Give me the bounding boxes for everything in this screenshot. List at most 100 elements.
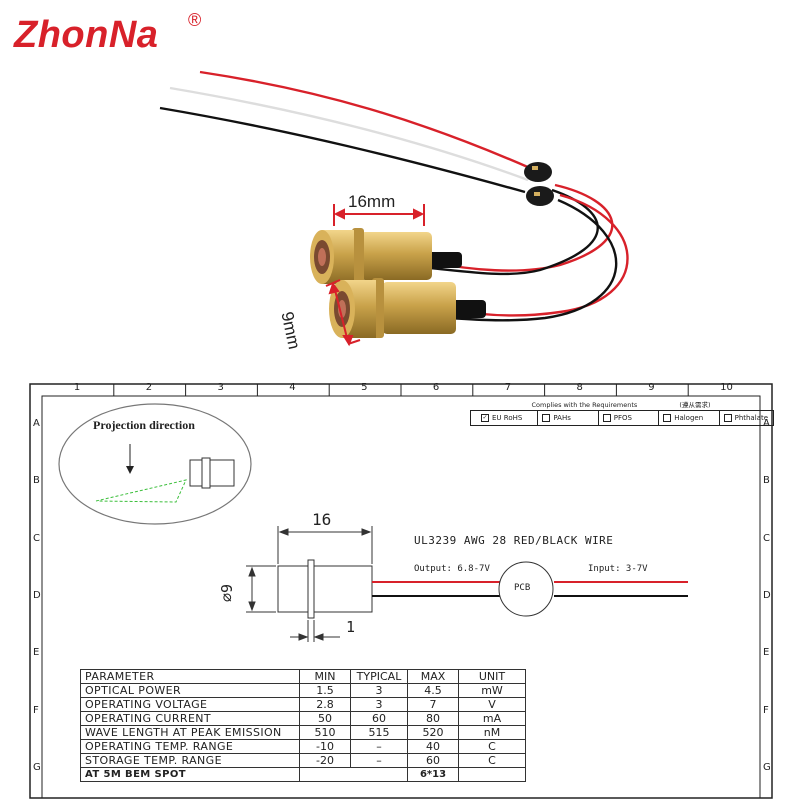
input-voltage-label: Input: 3-7V [588,564,648,574]
compliance-option: Phthalate [718,411,769,425]
spec-cell: C [458,739,526,754]
grid-col-label: 6 [432,382,440,393]
pcb-board-icon [524,162,554,206]
grid-row-label: G [763,762,771,774]
checkbox-icon [723,414,732,422]
wire-red-2 [429,183,614,272]
grid-col-label: 9 [648,382,655,393]
spec-cell: OPTICAL POWER [80,683,300,698]
spec-cell: mA [458,711,526,726]
registered-mark: ® [188,10,202,30]
spec-cell: OPERATING CURRENT [80,711,300,726]
spec-cell: TYPICAL [350,669,408,684]
compliance-option: PAHs [537,411,571,425]
diameter-dimension: ⌀9 [218,583,236,602]
grid-row-label: F [763,704,769,716]
spec-cell: 2.8 [299,697,351,712]
brand-logo: ZhonNa [14,14,159,56]
length-dimension-marker [333,204,425,226]
grid-row-label: B [33,475,40,487]
compliance-label: EU RoHS [492,414,523,422]
spec-cell: 510 [299,725,351,740]
grid-row-label: F [33,704,39,716]
spec-cell [458,767,526,782]
checkbox-icon [542,414,551,422]
wire-black-1 [159,106,526,194]
projection-diagram [58,403,252,525]
grid-col-label: 5 [361,382,368,393]
spec-cell: – [350,753,408,768]
checkbox-checked-icon: ✓ [481,414,489,422]
grid-col-label: 10 [720,382,733,393]
wire-white-1 [169,86,529,182]
grid-row-label: C [763,532,770,544]
spec-cell: 3 [350,697,408,712]
spec-cell: C [458,753,526,768]
compliance-label: Phthalate [734,414,769,422]
projection-direction-label: Projection direction [93,418,195,432]
spec-cell: 4.5 [407,683,459,698]
wire-black-3 [449,198,618,322]
ring-dimension: 1 [346,618,356,636]
grid-row-label: E [33,647,40,659]
grid-col-label: 4 [289,382,296,393]
grid-row-label: A [763,417,770,429]
laser-side-view [246,526,373,642]
grid-row-label: G [33,762,41,774]
spec-cell: MAX [407,669,459,684]
spec-cell: 60 [350,711,408,726]
grid-col-label: 1 [73,382,81,393]
compliance-option: ✓EU RoHS [477,411,522,425]
spec-cell: 40 [407,739,459,754]
spec-cell: PARAMETER [80,669,300,684]
photo-length-label: 16mm [348,192,396,211]
wire-spec: UL3239 AWG 28 RED/BLACK WIRE [414,534,614,547]
grid-col-label: 7 [504,382,512,393]
drawing-frame [29,383,773,799]
grid-col-label: 3 [217,382,224,393]
spec-cell: 3 [350,683,408,698]
output-voltage-label: Output: 6.8-7V [414,564,490,574]
laser-module-1 [310,228,432,284]
technical-drawing: Projection direction 16 ⌀9 1 UL3239 AWG … [0,360,800,800]
spec-cell: 60 [407,753,459,768]
spec-cell: AT 5M BEM SPOT [80,767,300,782]
spec-cell: V [458,697,526,712]
wire-red-3 [449,193,629,317]
spec-cell: OPERATING TEMP. RANGE [80,739,300,754]
spec-cell: 520 [407,725,459,740]
spec-cell: mW [458,683,526,698]
spec-cell: WAVE LENGTH AT PEAK EMISSION [80,725,300,740]
spec-cell: UNIT [458,669,526,684]
diameter-dimension-marker [325,279,361,347]
checkbox-icon [663,414,672,422]
spec-cell: nM [458,725,526,740]
spec-cell: OPERATING VOLTAGE [80,697,300,712]
grid-row-label: C [33,532,40,544]
grid-row-label: D [763,590,771,601]
compliance-option: Halogen [658,411,703,425]
compliance-title: Complies with the Requirements (遵从需求) [531,401,711,409]
spec-cell [299,767,408,782]
spec-cell: 50 [299,711,351,726]
spec-cell: STORAGE TEMP. RANGE [80,753,300,768]
spec-cell: 515 [350,725,408,740]
grid-col-label: 2 [145,382,153,393]
spec-cell: -10 [299,739,351,754]
grid-row-label: E [763,647,770,659]
spec-cell: – [350,739,408,754]
compliance-label: PAHs [553,414,571,422]
spec-cell: MIN [299,669,351,684]
length-dimension: 16 [312,510,332,529]
laser-module-illustration [159,70,629,347]
spec-cell: 7 [407,697,459,712]
spec-cell: 80 [407,711,459,726]
